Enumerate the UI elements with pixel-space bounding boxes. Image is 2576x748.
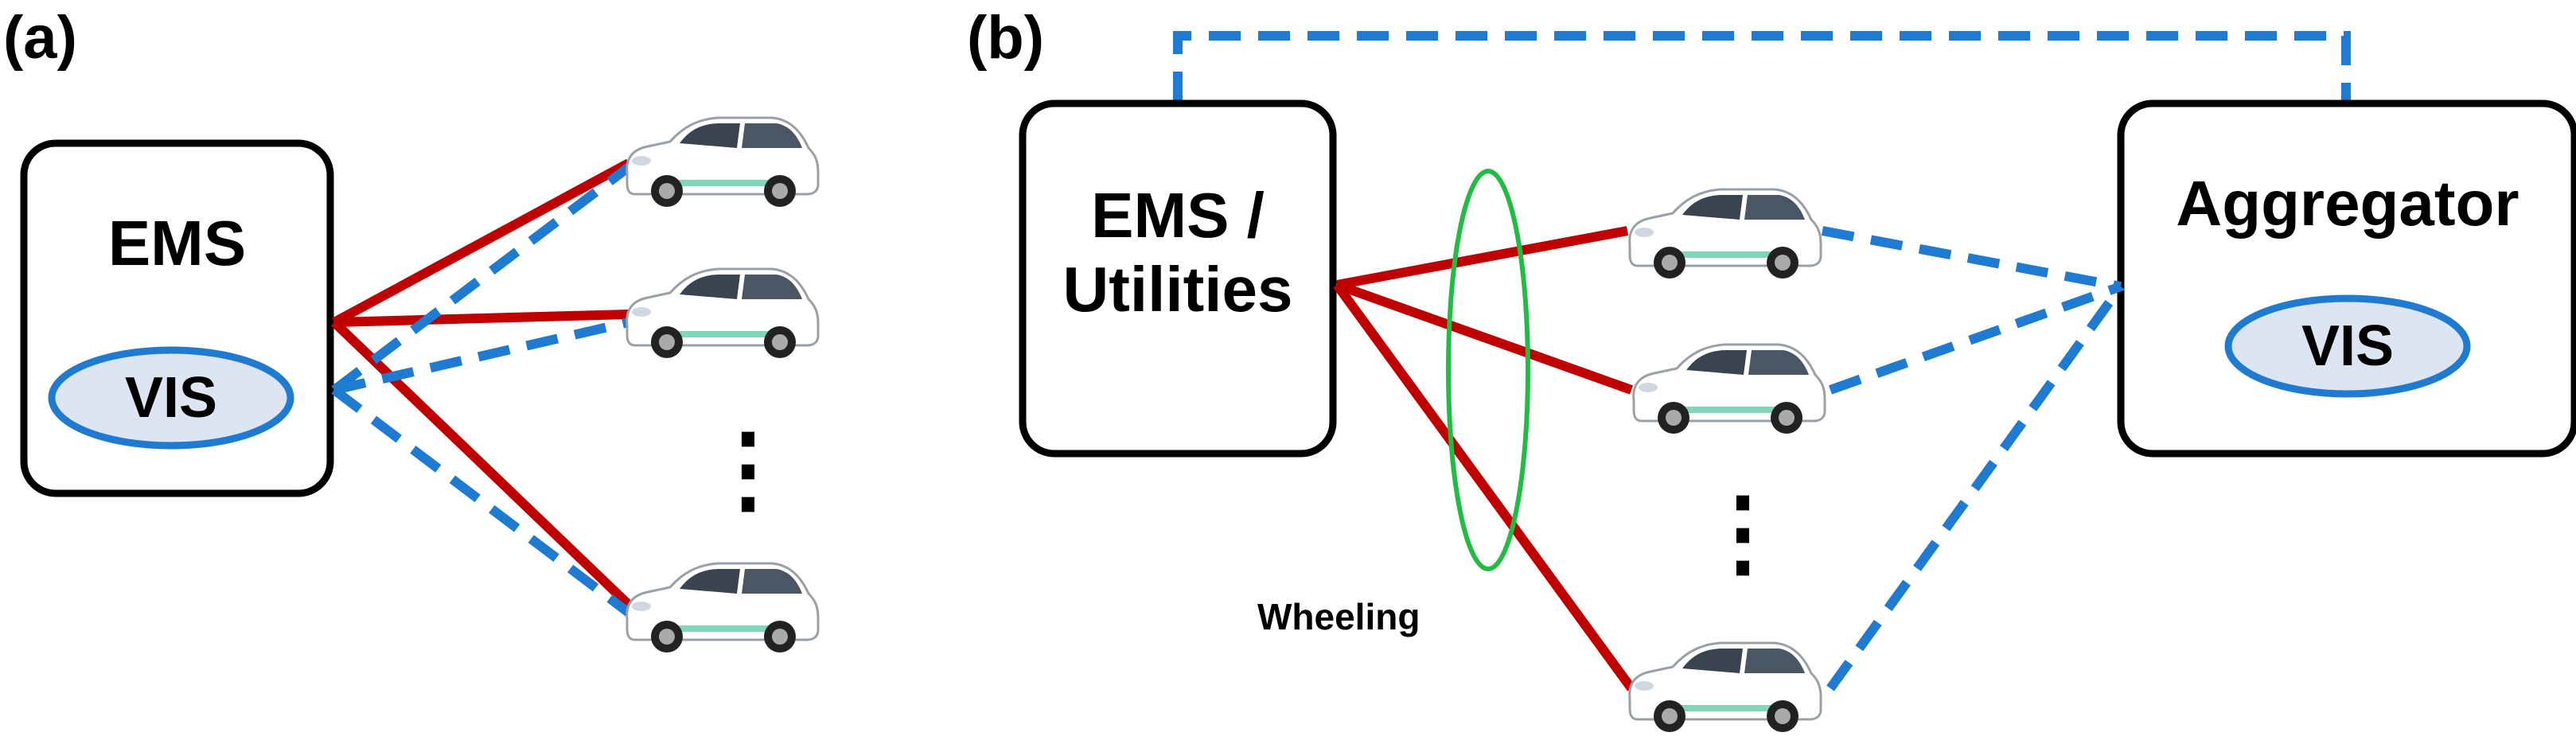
power-line-b-1 (1335, 226, 1629, 290)
ellipsis-b: ⋮ (1695, 479, 1791, 586)
comm-lines-a (331, 163, 632, 617)
comm-line-a-3 (331, 386, 632, 617)
panel-a-label: (a) (3, 4, 77, 72)
wheeling-label: Wheeling (1257, 596, 1421, 637)
power-line-a-3 (330, 318, 633, 609)
comm-line-b-2 (1828, 282, 2123, 395)
ems-label-a: EMS (107, 208, 247, 279)
electric-car-icon (625, 562, 820, 654)
power-line-b-2 (1335, 280, 1634, 395)
electric-car-icon (1628, 641, 1822, 734)
electric-car-icon (1632, 343, 1826, 435)
comm-line-a-1 (331, 163, 632, 394)
ems-utilities-label-line2: Utilities (1062, 254, 1293, 325)
power-lines-b (1333, 226, 1635, 692)
ems-utilities-label-line1: EMS / (1091, 180, 1265, 251)
power-line-a-1 (332, 158, 631, 327)
vis-ellipse-a (48, 346, 294, 450)
panel-b-label: (b) (967, 4, 1045, 72)
ellipsis-a: ⋮ (700, 415, 796, 522)
vis-label-a: VIS (124, 366, 218, 430)
vis-ellipse-b (2224, 294, 2471, 398)
power-line-a-2 (333, 310, 629, 327)
aggregator-label: Aggregator (2176, 168, 2519, 239)
aggregator-box (2117, 99, 2576, 458)
electric-car-icon (625, 116, 820, 208)
comm-line-b-1 (1821, 226, 2122, 291)
electric-car-icon (625, 267, 820, 360)
comm-lines-b (1821, 226, 2125, 692)
wheeling-ring (1446, 169, 1530, 571)
electric-car-icon (1628, 188, 1822, 280)
comm-line-a-2 (333, 318, 630, 395)
power-line-b-3 (1333, 282, 1635, 692)
power-lines-a (330, 158, 633, 609)
vis-label-b: VIS (2301, 314, 2395, 378)
comm-line-b-3 (1826, 283, 2125, 692)
ems-utilities-box (1019, 99, 1337, 458)
comm-line-b-top (1173, 31, 2351, 103)
